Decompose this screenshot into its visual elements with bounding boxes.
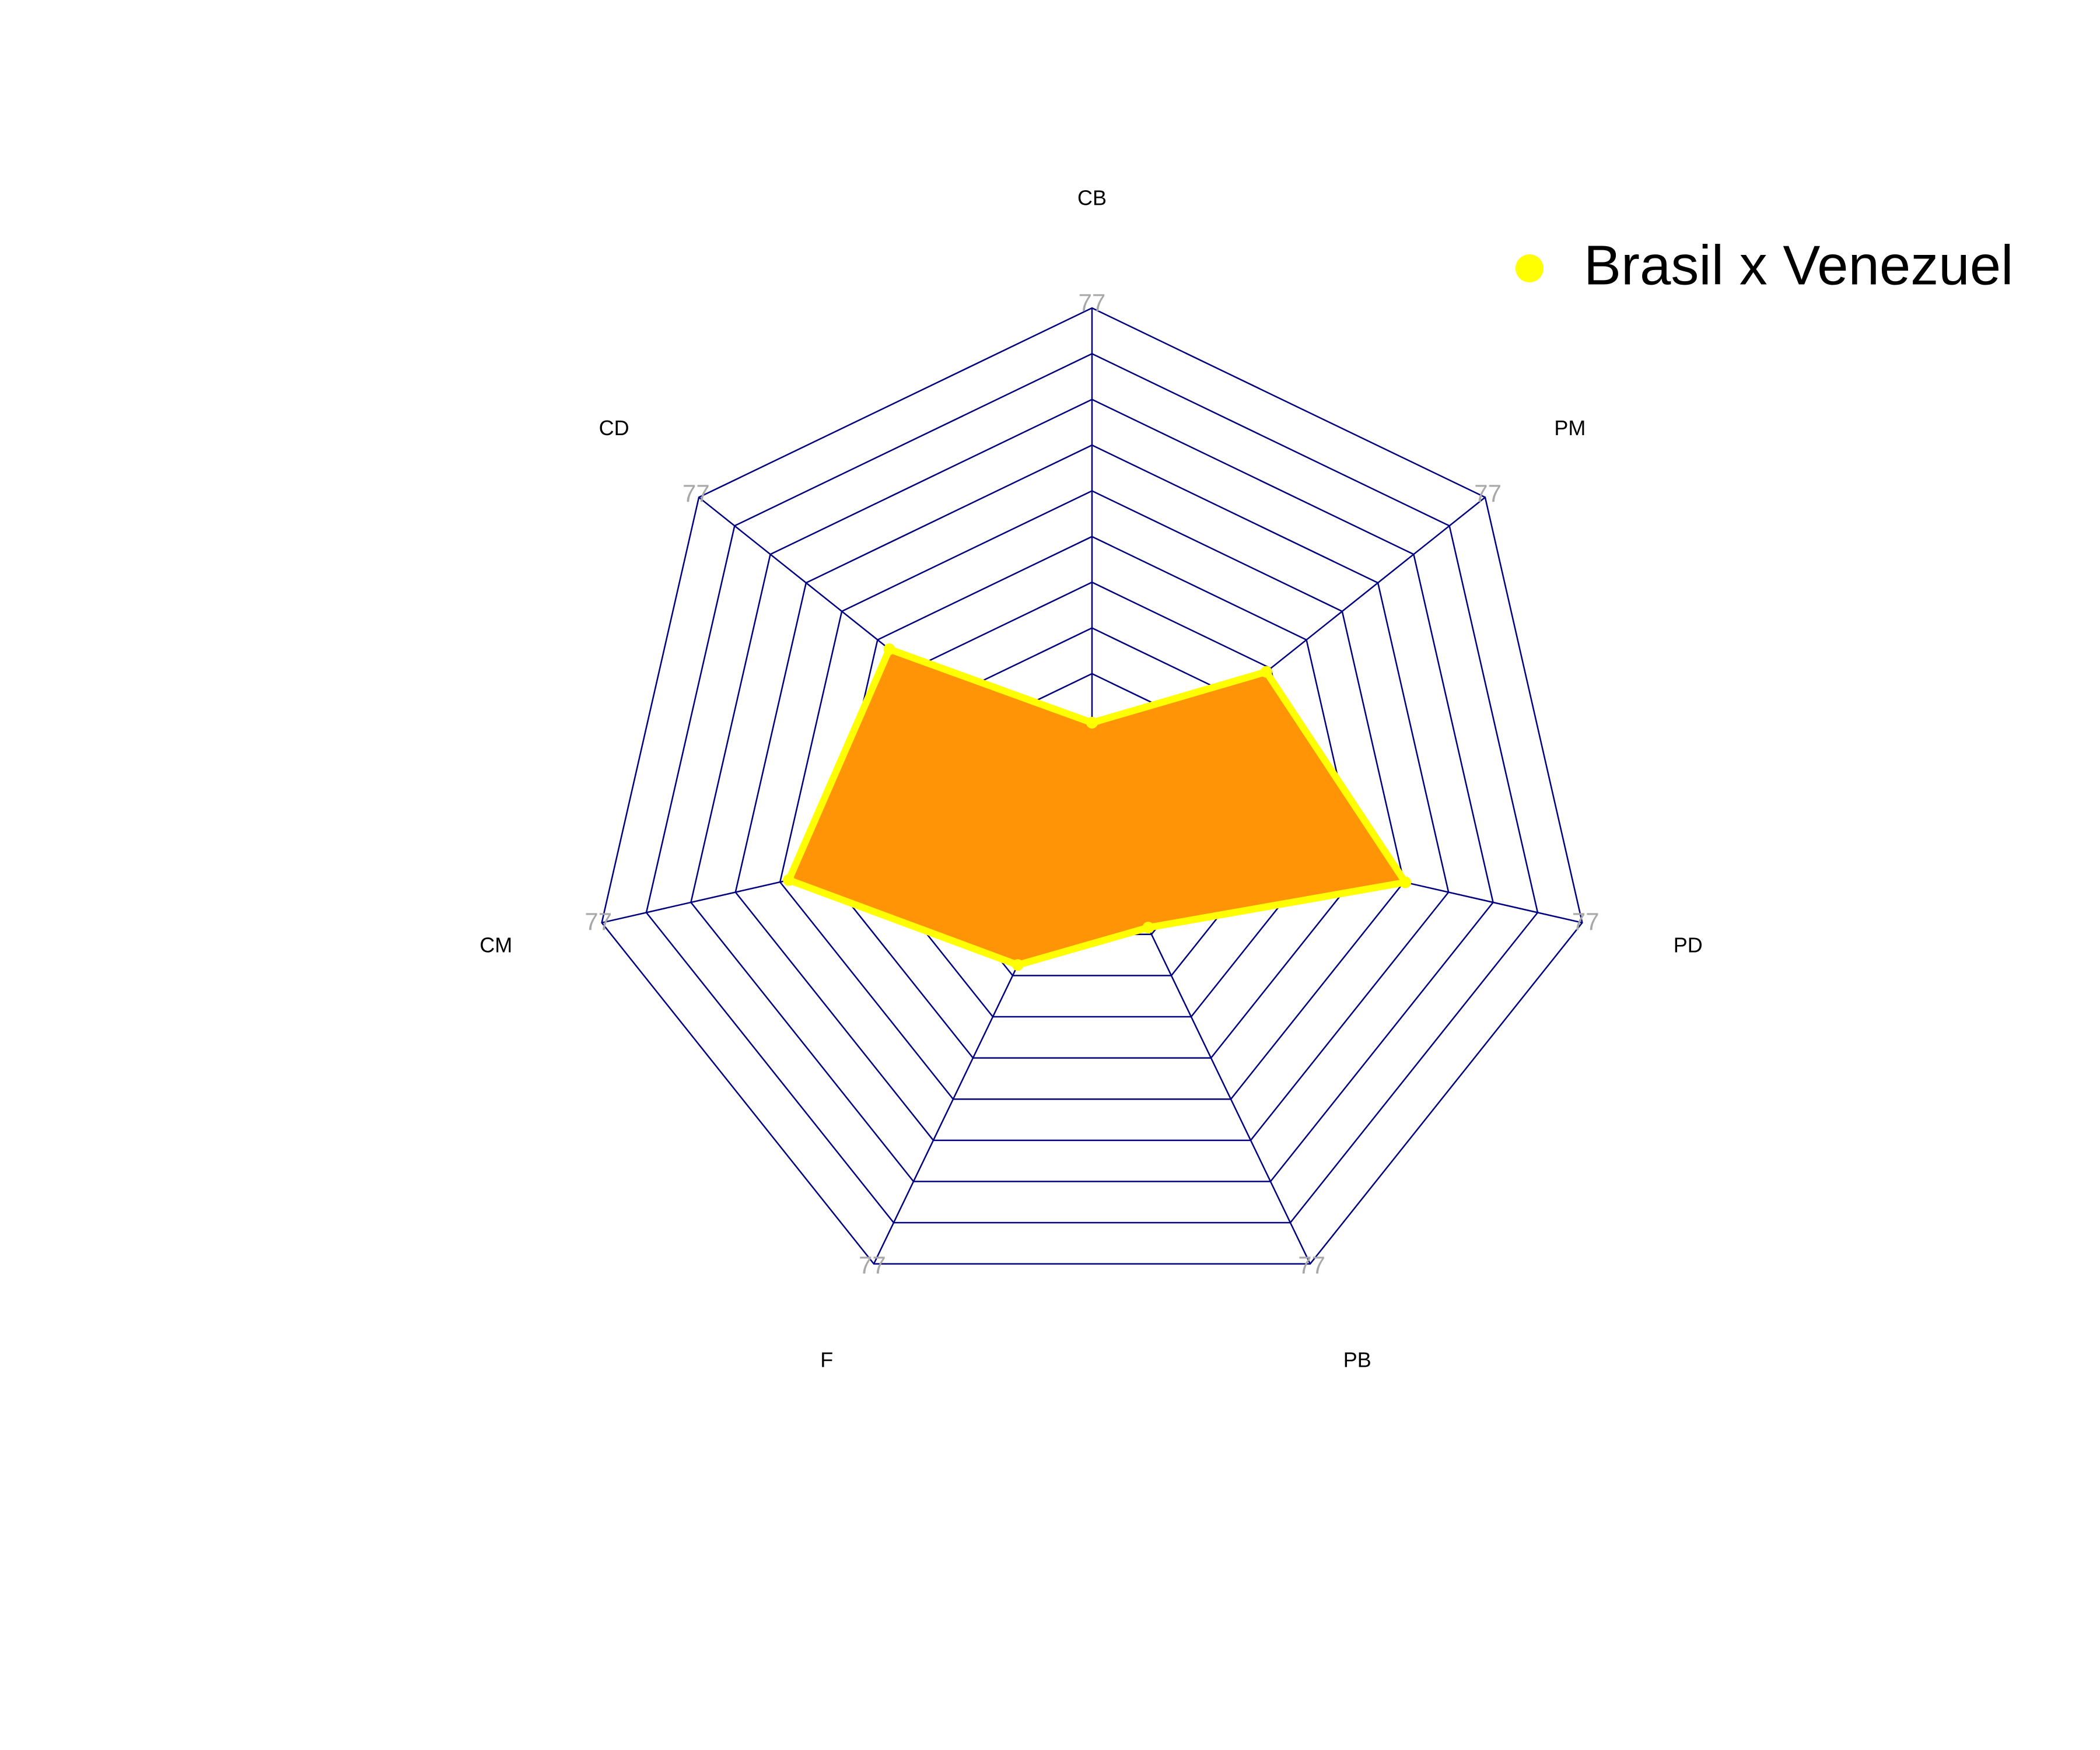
axis-label-pd: PD (1674, 933, 1703, 957)
axis-label-pb: PB (1343, 1348, 1371, 1372)
grid-ring (601, 307, 1583, 1265)
grid-ring (824, 536, 1360, 1059)
data-point (783, 874, 795, 886)
data-point (1260, 666, 1272, 678)
legend-label: Brasil x Venezuel (1584, 234, 2013, 296)
data-point (1399, 876, 1412, 888)
grid-ring (645, 352, 1539, 1224)
axis-max-label: 77 (1079, 289, 1106, 316)
series-area (785, 645, 1409, 969)
axis-label-cm: CM (480, 933, 512, 957)
axis-label-f: F (820, 1348, 833, 1372)
legend: Brasil x Venezuel (1516, 234, 2013, 296)
data-point (883, 643, 895, 655)
axis-max-label: 77 (682, 480, 710, 507)
grid-ring (779, 490, 1405, 1100)
legend-marker (1516, 254, 1544, 282)
axis-max-label: 77 (1298, 1251, 1325, 1279)
axis-label-pm: PM (1554, 416, 1586, 440)
grid-ring (734, 444, 1450, 1142)
axis-label-cb: CB (1077, 186, 1107, 210)
axis-max-label: 77 (859, 1251, 886, 1279)
axis-max-label: 77 (1474, 480, 1502, 507)
axis-label-cd: CD (599, 416, 629, 440)
data-point (1142, 922, 1154, 934)
axis-max-label: 77 (1572, 908, 1600, 935)
data-point (1086, 716, 1098, 729)
grid-ring (690, 398, 1494, 1182)
axis-max-label: 77 (584, 908, 612, 935)
series-layer (783, 643, 1412, 971)
data-point (1012, 959, 1024, 971)
